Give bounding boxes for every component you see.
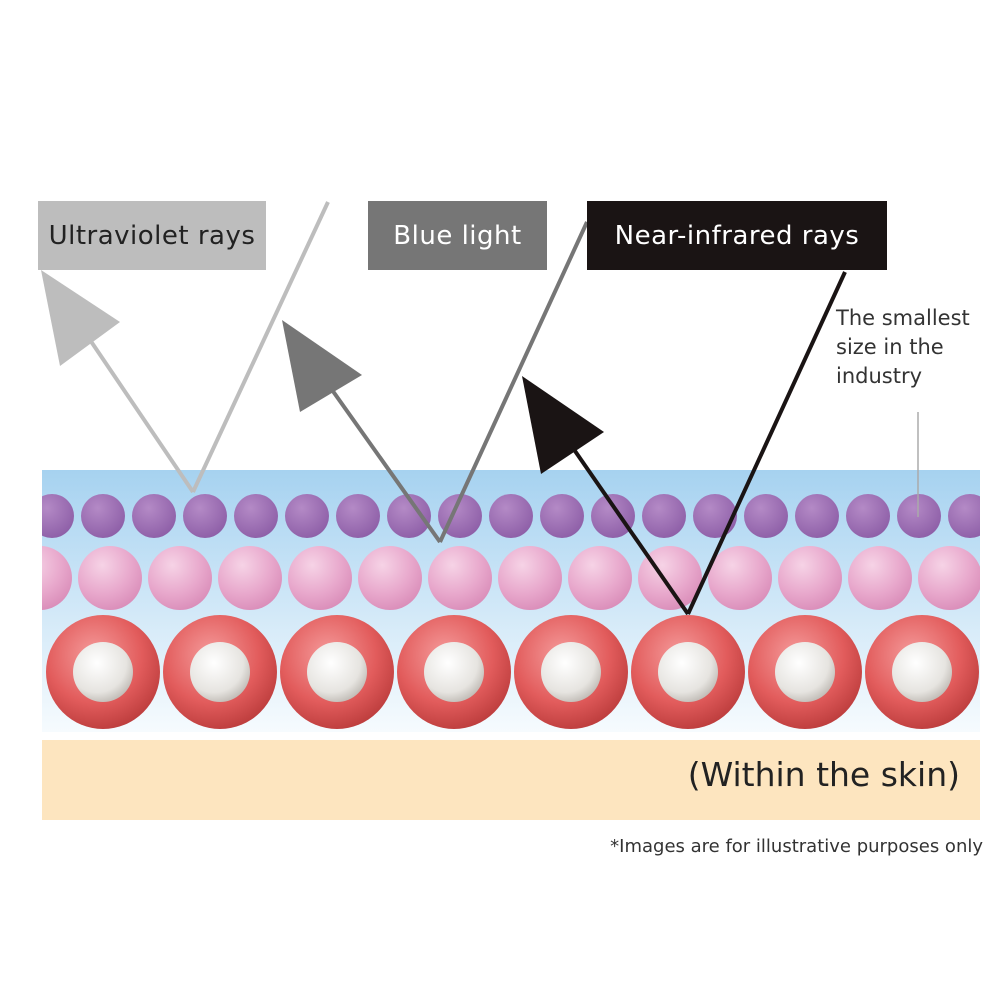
near-infrared-rays-label: Near-infrared rays (587, 201, 887, 270)
annotation-line-1: The smallest (836, 306, 970, 330)
purple-particle (285, 494, 329, 538)
purple-particle (540, 494, 584, 538)
purple-particle (81, 494, 125, 538)
purple-particle (132, 494, 176, 538)
pink-particle (568, 546, 632, 610)
footnote: *Images are for illustrative purposes on… (610, 836, 983, 857)
annotation-line-3: industry (836, 364, 923, 388)
pink-particle (428, 546, 492, 610)
purple-particle (744, 494, 788, 538)
purple-particle (795, 494, 839, 538)
near-infrared-arrowhead (522, 376, 604, 474)
blue-light-arrowhead (282, 320, 362, 412)
red-particle-core (658, 642, 718, 702)
skin-layer (42, 740, 980, 820)
red-particle-core (190, 642, 250, 702)
purple-particle (591, 494, 635, 538)
pink-particle (218, 546, 282, 610)
blue-light-ray (282, 221, 589, 544)
pink-particle (498, 546, 562, 610)
purple-particle (489, 494, 533, 538)
annotation-line-2: size in the (836, 335, 944, 359)
red-particle-core (307, 642, 367, 702)
smallest-size-annotation: The smallest size in the industry (836, 304, 996, 391)
purple-particle (846, 494, 890, 538)
red-particle-core (73, 642, 133, 702)
red-particle-core (541, 642, 601, 702)
ultraviolet-arrowhead (41, 270, 120, 366)
purple-particle (336, 494, 380, 538)
pink-particle (848, 546, 912, 610)
pink-particle (78, 546, 142, 610)
pink-particle (778, 546, 842, 610)
pink-particle-row (42, 546, 1000, 610)
pink-particle (42, 546, 72, 610)
red-particle-core (892, 642, 952, 702)
purple-particle (948, 494, 980, 538)
purple-particle (693, 494, 737, 538)
pink-particle (148, 546, 212, 610)
ultraviolet-rays-label: Ultraviolet rays (38, 201, 266, 270)
purple-particle (234, 494, 278, 538)
pink-particle (988, 546, 1000, 610)
purple-particle (642, 494, 686, 538)
red-particle-core (424, 642, 484, 702)
pink-particle (358, 546, 422, 610)
pink-particle (288, 546, 352, 610)
red-particle-core (775, 642, 835, 702)
pink-particle (708, 546, 772, 610)
pink-particle (918, 546, 980, 610)
purple-particle (897, 494, 941, 538)
blue-light-label: Blue light (368, 201, 547, 270)
purple-particle (387, 494, 431, 538)
near-infrared-ray (522, 271, 847, 616)
red-particle-row (46, 615, 979, 729)
purple-particle (42, 494, 74, 538)
ultraviolet-ray (41, 201, 330, 494)
within-skin-label: (Within the skin) (687, 755, 960, 794)
purple-particle (183, 494, 227, 538)
